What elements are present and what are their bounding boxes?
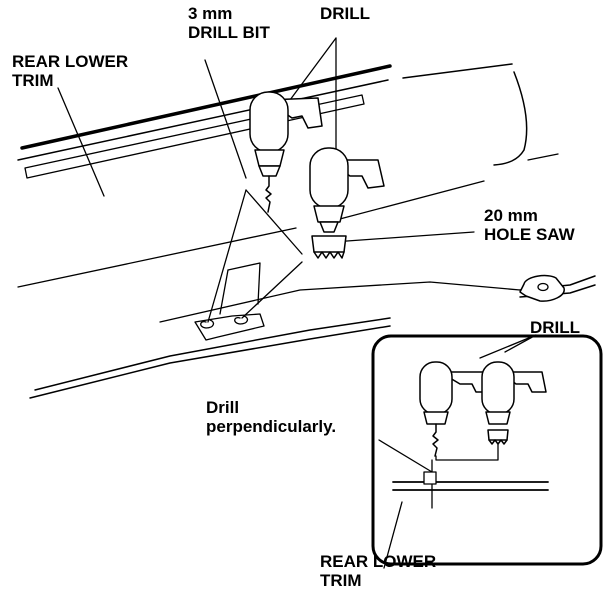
inset-frame	[371, 334, 603, 566]
inset-guides	[378, 334, 537, 569]
drill-perpendicularly-line1: Drill	[206, 398, 240, 417]
rear-lower-trim-bottom-line2: TRIM	[320, 571, 362, 590]
cutout-area	[194, 262, 265, 341]
drill-bit-label: 3 mm DRILL BIT	[188, 4, 270, 42]
drill-bit-size: 3 mm	[188, 4, 233, 23]
rear-lower-trim-top-line2: TRIM	[12, 71, 54, 90]
rear-lower-trim-top-line1: REAR LOWER	[12, 52, 129, 71]
inset-drill-with-hole-saw	[481, 361, 547, 445]
drill-label-text: DRILL	[320, 4, 371, 23]
inset-trim-section	[392, 471, 549, 491]
inset-drill-label: DRILL	[530, 318, 580, 337]
drill-label: DRILL	[320, 4, 370, 23]
rear-lower-trim-top-label: REAR LOWER TRIM	[12, 52, 128, 90]
hole-saw-label: 20 mm HOLE SAW	[484, 206, 575, 244]
drill-bit-name: DRILL BIT	[188, 23, 270, 42]
hole-saw-name: HOLE SAW	[484, 225, 575, 244]
inset-drill-label-text: DRILL	[530, 318, 581, 337]
rear-lower-trim-bottom-label: REAR LOWER TRIM	[320, 552, 436, 590]
rear-lower-trim-panel	[17, 63, 596, 399]
rear-lower-trim-bottom-line1: REAR LOWER	[320, 552, 437, 571]
drill-perpendicularly-line2: perpendicularly.	[206, 417, 337, 436]
drill-perpendicularly-label: Drill perpendicularly.	[206, 398, 336, 436]
hole-saw-size: 20 mm	[484, 206, 538, 225]
leader-lines	[57, 37, 475, 323]
drill-with-bit	[249, 91, 323, 213]
inset-drill-with-bit	[419, 361, 491, 457]
drill-with-hole-saw	[309, 147, 385, 259]
